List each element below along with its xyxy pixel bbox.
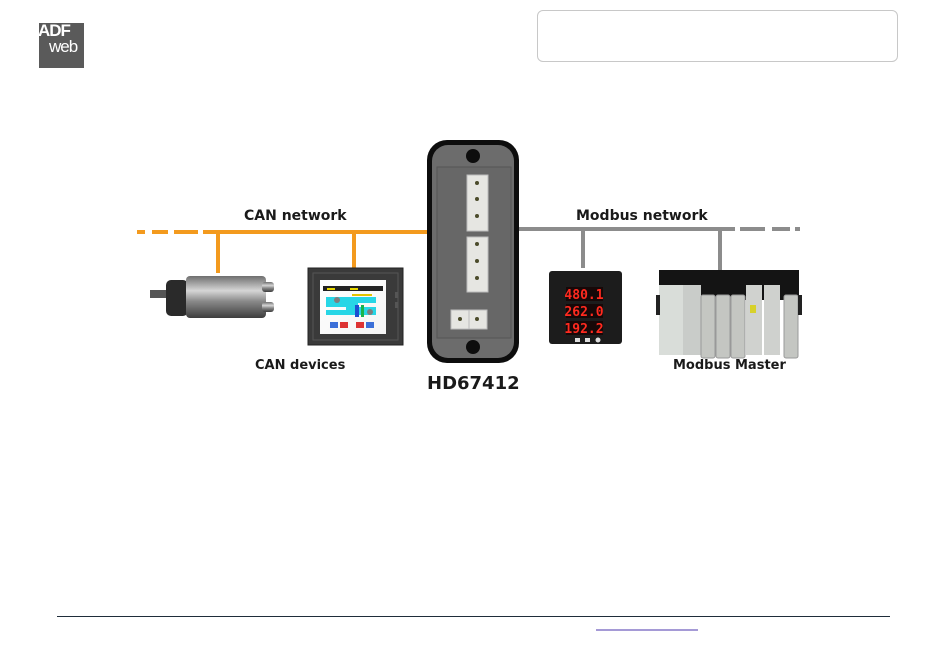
encoder-body — [186, 276, 266, 318]
modbus-network-bus — [518, 229, 800, 270]
plc-cpu-module — [683, 285, 701, 355]
terminal-block-2 — [467, 237, 488, 292]
plc-io-module — [701, 295, 715, 358]
encoder-cap — [166, 280, 188, 316]
modbus-master-plc — [656, 270, 802, 358]
modbus-network-label: Modbus network — [576, 208, 708, 224]
footer-divider — [57, 616, 890, 617]
meter-reading-3: 192.2 — [564, 322, 603, 337]
hd67412-converter — [427, 140, 519, 363]
can-hmi-panel — [308, 268, 403, 345]
meter-reading-2: 262.0 — [564, 305, 603, 320]
can-encoder-device — [150, 276, 274, 318]
plc-power-module — [659, 285, 683, 355]
modbus-power-meter: 480.1 262.0 192.2 — [549, 271, 622, 344]
meter-reading-1: 480.1 — [564, 288, 603, 303]
mounting-hole-bottom — [466, 340, 480, 354]
terminal-block-1 — [467, 175, 488, 231]
can-network-label: CAN network — [244, 208, 347, 224]
plc-io-module — [784, 295, 798, 358]
encoder-connector — [262, 302, 274, 312]
plc-io-module — [716, 295, 730, 358]
mounting-hole-top — [466, 149, 480, 163]
plc-io-module — [731, 295, 745, 358]
can-devices-label: CAN devices — [255, 358, 345, 373]
can-network-bus — [137, 232, 428, 273]
encoder-connector — [262, 282, 274, 292]
plc-comm-module — [746, 285, 762, 355]
modbus-master-label: Modbus Master — [673, 358, 786, 373]
footer-link[interactable] — [596, 629, 698, 631]
plc-comm-module — [764, 285, 780, 355]
device-model-label: HD67412 — [427, 373, 520, 394]
power-terminal-block — [451, 310, 487, 329]
